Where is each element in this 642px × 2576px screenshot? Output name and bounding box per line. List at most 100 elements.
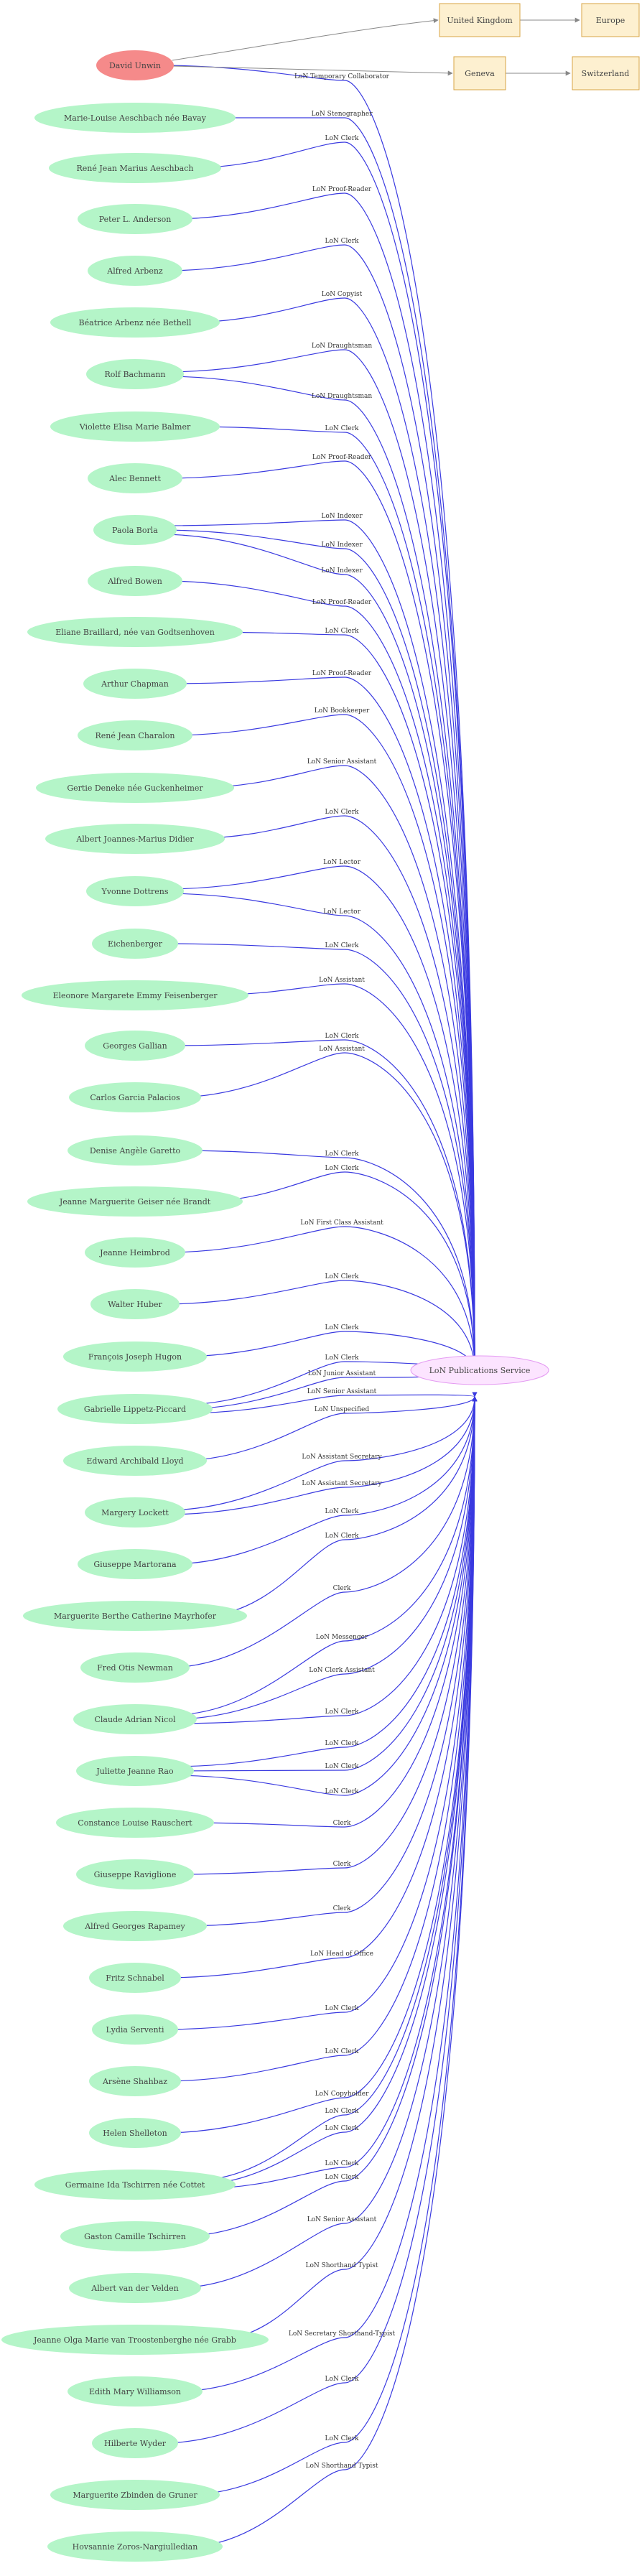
edge-germaine-ida-tschirren-n-e-cottet-54	[195, 1396, 478, 2190]
person-node-albert-van-der-velden[interactable]	[69, 2273, 201, 2303]
edge-label-24: LoN Assistant	[319, 1046, 365, 1053]
edge-margery-lockett-34	[164, 1396, 478, 1511]
edge-layer	[158, 65, 478, 2547]
person-label-jeanne-heimbrod: Jeanne Heimbrod	[99, 1248, 170, 1257]
person-label-david-unwin: David Unwin	[109, 61, 161, 70]
person-label-giuseppe-martorana: Giuseppe Martorana	[93, 1560, 177, 1569]
edge-label-16: LoN Bookkeeper	[315, 707, 370, 715]
person-label-georges-gallian: Georges Gallian	[103, 1041, 167, 1051]
edge-label-27: LoN First Class Assistant	[300, 1219, 383, 1227]
edge-label-25: LoN Clerk	[325, 1150, 360, 1158]
person-node-juliette-jeanne-rao[interactable]	[76, 1756, 194, 1786]
person-node-fred-otis-newman[interactable]	[80, 1652, 190, 1683]
person-label-eliane-braillard-n-e-van-godtsenhoven: Eliane Braillard, née van Godtsenhoven	[55, 628, 215, 637]
person-node-jeanne-heimbrod[interactable]	[85, 1237, 185, 1268]
edge-david-unwin-0	[158, 65, 478, 1372]
person-node-constance-louise-rauschert[interactable]	[56, 1808, 214, 1838]
person-label-marguerite-zbinden-de-gruner: Marguerite Zbinden de Gruner	[73, 2491, 197, 2500]
edge-eichenberger-21	[160, 943, 478, 1372]
person-node-carlos-garcia-palacios[interactable]	[69, 1082, 201, 1112]
edge-label-58: LoN Secretary Shorthand-Typist	[289, 2330, 396, 2338]
edge-label-11: LoN Indexer	[321, 541, 363, 549]
person-node-walter-huber[interactable]	[90, 1289, 180, 1319]
edge-label-49: LoN Clerk	[325, 2005, 360, 2012]
edge-b-atrice-arbenz-n-e-bethell-5	[185, 297, 478, 1372]
edge-label-20: LoN Lector	[323, 908, 361, 916]
person-node-yvonne-dottrens[interactable]	[86, 876, 184, 906]
person-node-gabrielle-lippetz-piccard[interactable]	[57, 1394, 213, 1424]
person-label-edward-archibald-lloyd: Edward Archibald Lloyd	[86, 1456, 183, 1466]
edge-label-51: LoN Copyholder	[315, 2091, 369, 2098]
top-cluster: David Unwin United Kingdom Europe Geneva…	[96, 3, 640, 90]
person-node-alfred-bowen[interactable]	[88, 566, 182, 596]
edge-ren-jean-marius-aeschbach-2	[186, 141, 478, 1372]
person-node-gaston-camille-tschirren[interactable]	[60, 2221, 210, 2251]
person-node-jeanne-olga-marie-van-troostenberghe-n-e-grabb[interactable]	[1, 2325, 269, 2355]
edge-gabrielle-lippetz-piccard-32	[181, 1392, 478, 1414]
edge-label-43: LoN Clerk	[325, 1763, 360, 1770]
person-node-fritz-schnabel[interactable]	[89, 1963, 181, 1993]
person-node-margery-lockett[interactable]	[85, 1497, 185, 1528]
person-node-b-atrice-arbenz-n-e-bethell[interactable]	[50, 307, 220, 338]
person-node-georges-gallian[interactable]	[85, 1031, 185, 1061]
person-node-fran-ois-joseph-hugon[interactable]	[63, 1342, 207, 1372]
org-node-switzerland[interactable]	[572, 56, 640, 90]
person-node-eliane-braillard-n-e-van-godtsenhoven[interactable]	[27, 617, 243, 647]
person-label-ars-ne-shahbaz: Arsène Shahbaz	[102, 2077, 167, 2086]
person-node-giuseppe-raviglione[interactable]	[76, 1859, 194, 1889]
person-node-giuseppe-martorana[interactable]	[78, 1549, 192, 1579]
person-node-hilberte-wyder[interactable]	[92, 2428, 178, 2458]
edge-label-30: LoN Clerk	[325, 1354, 360, 1362]
person-node-ren-jean-charalon[interactable]	[78, 720, 192, 750]
person-node-helen-shelleton[interactable]	[89, 2118, 181, 2148]
person-node-david-unwin[interactable]	[96, 50, 174, 80]
person-node-arthur-chapman[interactable]	[83, 669, 187, 699]
edge-fran-ois-joseph-hugon-29	[177, 1331, 478, 1372]
person-node-peter-l-anderson[interactable]	[78, 204, 192, 234]
person-label-rolf-bachmann: Rolf Bachmann	[104, 370, 165, 379]
edge-label-47: Clerk	[333, 1905, 351, 1912]
person-node-eichenberger[interactable]	[92, 929, 178, 959]
person-node-lydia-serventi[interactable]	[92, 2014, 178, 2045]
org-node-united-kingdom[interactable]	[439, 3, 521, 37]
edge-edward-archibald-lloyd-33	[177, 1396, 478, 1461]
person-node-rolf-bachmann[interactable]	[86, 359, 184, 389]
org-node-geneva[interactable]	[453, 56, 506, 90]
person-node-edward-archibald-lloyd[interactable]	[63, 1446, 207, 1476]
edge-claude-adrian-nicol-40	[172, 1396, 478, 1720]
edge-label-44: LoN Clerk	[325, 1788, 360, 1795]
person-node-gertie-deneke-n-e-guckenheimer[interactable]	[36, 773, 234, 803]
person-node-paola-borla[interactable]	[93, 515, 177, 545]
person-node-jeanne-marguerite-geiser-n-e-brandt[interactable]	[27, 1186, 243, 1217]
person-node-marguerite-berthe-catherine-mayrhofer[interactable]	[23, 1601, 247, 1631]
person-node-marie-louise-aeschbach-n-e-bavay[interactable]	[34, 103, 236, 133]
person-label-violette-elisa-marie-balmer: Violette Elisa Marie Balmer	[79, 422, 191, 432]
person-node-albert-joannes-marius-didier[interactable]	[45, 824, 225, 854]
edge-label-45: Clerk	[333, 1820, 351, 1827]
person-node-edith-mary-williamson[interactable]	[68, 2376, 203, 2407]
edge-carlos-garcia-palacios-24	[175, 1052, 478, 1372]
person-node-ren-jean-marius-aeschbach[interactable]	[49, 153, 221, 183]
person-node-alfred-georges-rapamey[interactable]	[63, 1911, 207, 1941]
person-label-carlos-garcia-palacios: Carlos Garcia Palacios	[90, 1093, 180, 1102]
person-node-ars-ne-shahbaz[interactable]	[89, 2066, 181, 2096]
person-node-alec-bennett[interactable]	[88, 463, 182, 493]
edge-label-13: LoN Proof-Reader	[312, 599, 372, 606]
person-label-gertie-deneke-n-e-guckenheimer: Gertie Deneke née Guckenheimer	[67, 784, 203, 793]
person-node-violette-elisa-marie-balmer[interactable]	[50, 411, 220, 442]
person-node-hovsannie-zoros-nargiulledian[interactable]	[47, 2531, 223, 2562]
person-node-alfred-arbenz[interactable]	[88, 256, 182, 286]
edge-eliane-braillard-n-e-van-godtsenhoven-14	[199, 631, 478, 1372]
person-label-claude-adrian-nicol: Claude Adrian Nicol	[95, 1715, 176, 1724]
edge-juliette-jeanne-rao-43	[170, 1396, 478, 1772]
person-node-denise-ang-le-garetto[interactable]	[68, 1135, 203, 1166]
edge-label-35: LoN Assistant Secretary	[302, 1480, 382, 1487]
org-node-europe[interactable]	[581, 3, 640, 37]
person-node-germaine-ida-tschirren-n-e-cottet[interactable]	[34, 2170, 236, 2200]
person-node-marguerite-zbinden-de-gruner[interactable]	[50, 2480, 220, 2510]
edge-jeanne-marguerite-geiser-n-e-brandt-26	[199, 1171, 478, 1372]
person-node-eleonore-margarete-emmy-feisenberger[interactable]	[22, 980, 248, 1010]
person-node-claude-adrian-nicol[interactable]	[73, 1704, 197, 1734]
service-node[interactable]	[410, 1355, 549, 1385]
edge-lydia-serventi-49	[160, 1396, 478, 2030]
